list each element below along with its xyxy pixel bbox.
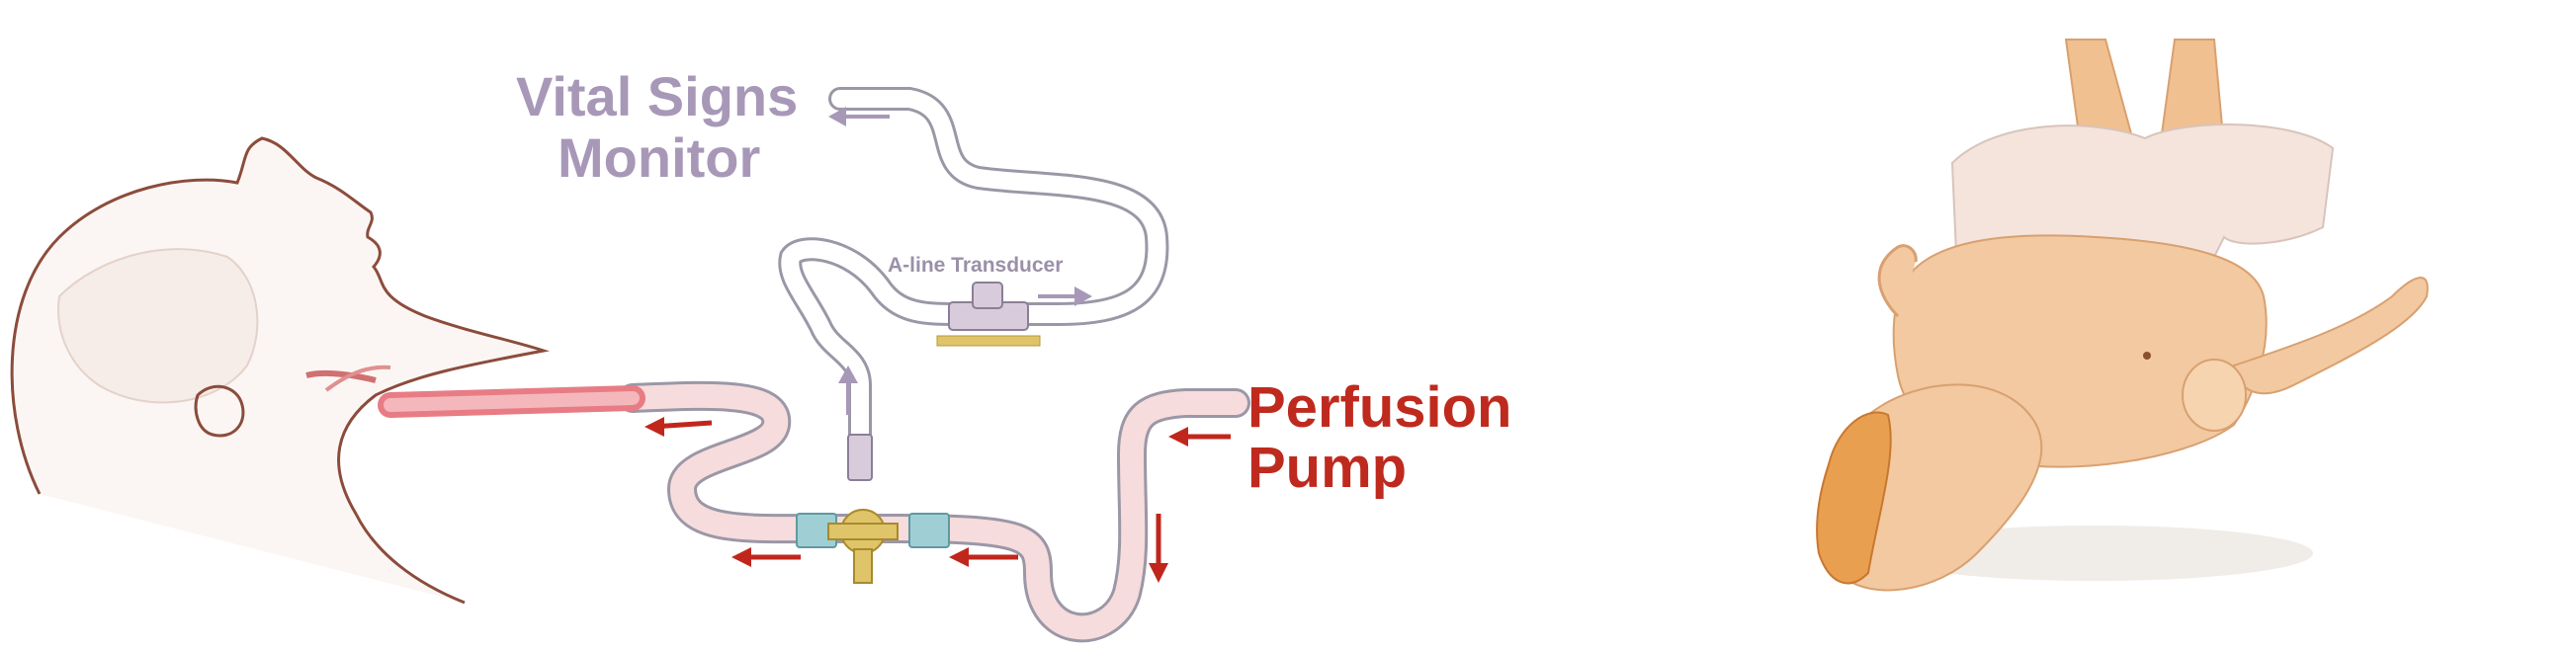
aline-transducer-label: A-line Transducer xyxy=(888,254,1064,277)
flow-arrows-purple xyxy=(828,107,1092,415)
stopcock-icon xyxy=(796,434,950,584)
head-illustration xyxy=(10,136,550,605)
transducer-icon xyxy=(936,282,1041,347)
manikin-photo xyxy=(1542,0,2576,651)
perfusion-diagram: Vital Signs Monitor A-line Transducer Pe… xyxy=(10,65,1512,643)
vital-signs-label-line2: Monitor xyxy=(558,126,761,189)
vital-signs-label-line1: Vital Signs xyxy=(516,65,799,127)
diagram-svg xyxy=(10,87,1250,643)
tubing xyxy=(378,87,1250,643)
flow-arrows-red xyxy=(644,417,1231,583)
perfusion-label-line2: Pump xyxy=(1247,436,1408,500)
perfusion-label-line1: Perfusion xyxy=(1247,375,1512,440)
manikin-svg xyxy=(1816,39,2429,592)
